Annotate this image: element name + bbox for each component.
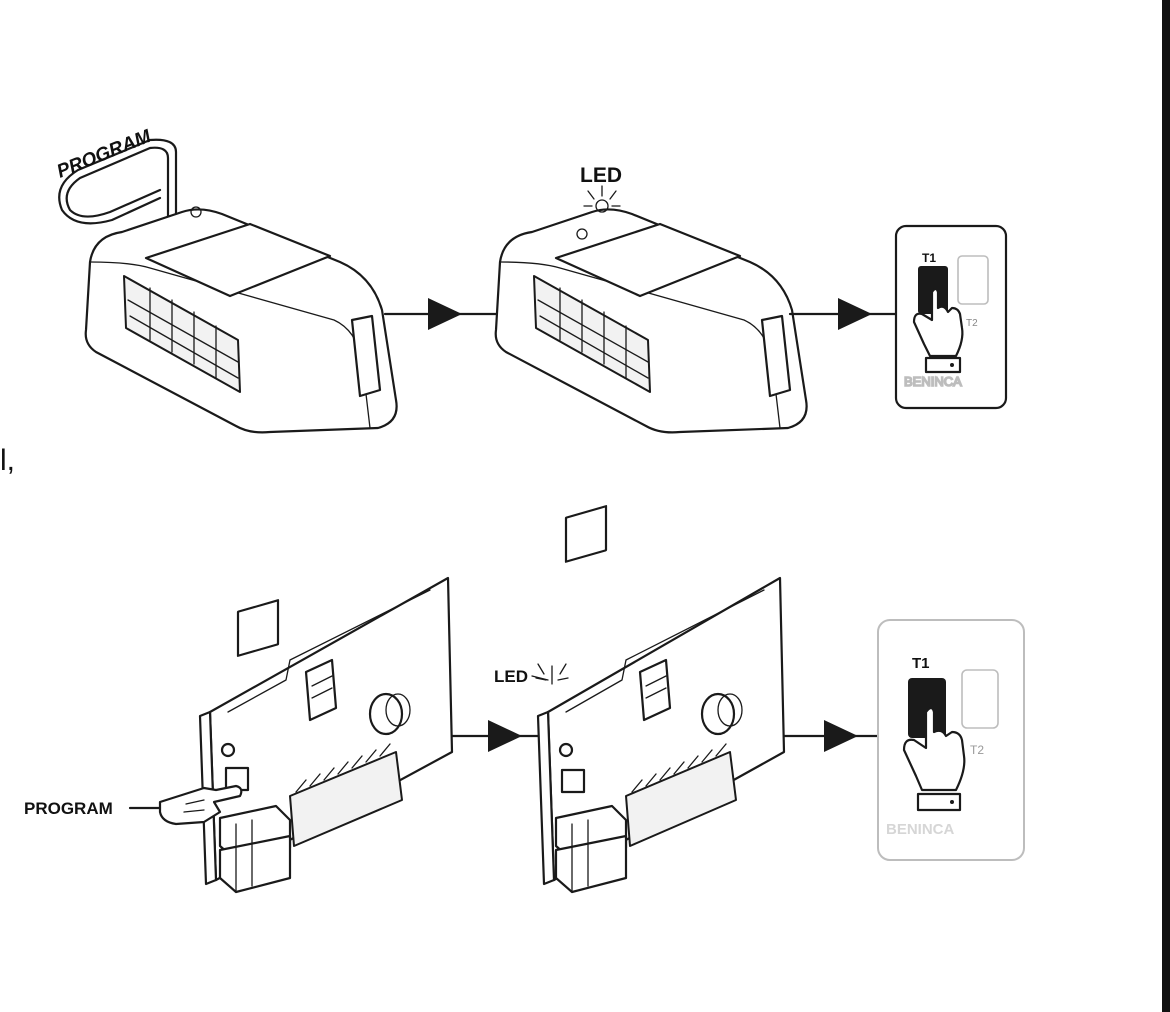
led-label-bottom: LED (494, 667, 528, 686)
right-border (1162, 0, 1170, 1012)
arrow-4 (824, 720, 858, 752)
remote-control-1: BENINCA (894, 224, 1008, 410)
svg-text:BENINCA: BENINCA (904, 374, 962, 389)
hand-pressing-icon (158, 784, 243, 826)
control-board-1 (198, 576, 454, 894)
receiver-box-1 (58, 138, 398, 434)
program-label-top: PROGRAM (54, 126, 155, 183)
remote-1-t1-label: T1 (922, 251, 936, 265)
arrow-3 (488, 720, 522, 752)
remote-2-t2-label: T2 (970, 743, 984, 757)
svg-text:BENINCA: BENINCA (886, 821, 955, 838)
arrow-1 (428, 298, 462, 330)
program-label-bottom: PROGRAM (24, 799, 113, 818)
led-label-top: LED (580, 164, 622, 187)
receiver-box-2 (494, 185, 808, 434)
remote-2-t1-label: T1 (912, 655, 930, 672)
control-board-2 (531, 505, 786, 894)
clipped-text: l, (0, 444, 15, 477)
remote-1-t2-label: T2 (966, 318, 978, 329)
remote-control-2: BENINCA (877, 619, 1025, 861)
arrow-2 (838, 298, 872, 330)
t1-button-bottom (908, 678, 946, 738)
